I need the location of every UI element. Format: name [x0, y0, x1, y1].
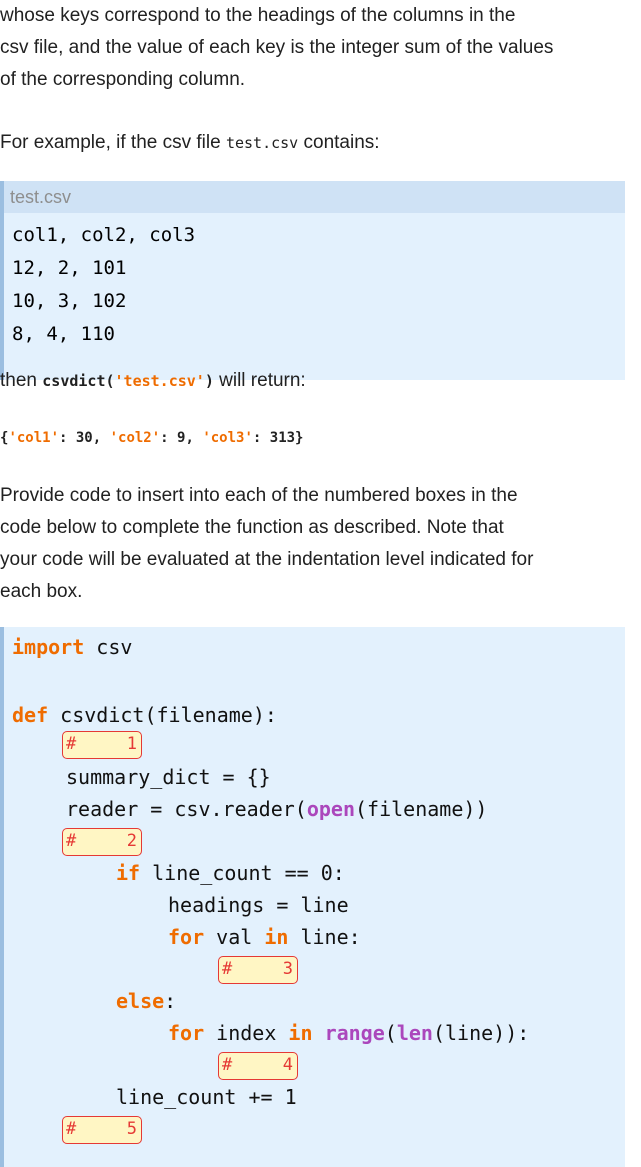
csv-line: 10, 3, 102 — [12, 290, 127, 312]
csv-file-block: test.csv col1, col2, col3 12, 2, 101 10,… — [0, 181, 625, 380]
example-paragraph: For example, if the csv file test.csv co… — [0, 132, 380, 153]
csv-line: 8, 4, 110 — [12, 323, 115, 345]
code-line-else: else: — [116, 989, 177, 1013]
code-line-headings: headings = line — [168, 893, 349, 917]
csv-line: col1, col2, col3 — [12, 224, 196, 246]
code-line-def: def csvdict(filename): — [12, 703, 277, 727]
return-value: {'col1': 30, 'col2': 9, 'col3': 313} — [0, 430, 304, 446]
answer-box-5[interactable]: #5 — [62, 1116, 142, 1144]
inline-call: csvdict('test.csv') — [42, 372, 214, 390]
code-line-for-index: for index in range(len(line)): — [168, 1021, 530, 1045]
code-block: import csv def csvdict(filename): #1 sum… — [0, 627, 625, 1167]
code-line-reader: reader = csv.reader(open(filename)) — [66, 797, 488, 821]
call-paragraph: then csvdict('test.csv') will return: — [0, 370, 306, 391]
code-line-import: import csv — [12, 635, 133, 659]
code-line-if: if line_count == 0: — [116, 861, 345, 885]
answer-box-4[interactable]: #4 — [218, 1052, 298, 1080]
answer-box-3[interactable]: #3 — [218, 956, 298, 984]
code-line-count: line_count += 1 — [116, 1085, 297, 1109]
answer-box-2[interactable]: #2 — [62, 828, 142, 856]
code-line-for-val: for val in line: — [168, 925, 361, 949]
answer-box-1[interactable]: #1 — [62, 731, 142, 759]
csv-file-header: test.csv — [4, 181, 625, 213]
csv-line: 12, 2, 101 — [12, 257, 127, 279]
intro-paragraph: whose keys correspond to the headings of… — [0, 5, 554, 90]
code-line-summary: summary_dict = {} — [66, 765, 271, 789]
inline-filename: test.csv — [225, 134, 299, 152]
instructions-paragraph: Provide code to insert into each of the … — [0, 485, 534, 602]
